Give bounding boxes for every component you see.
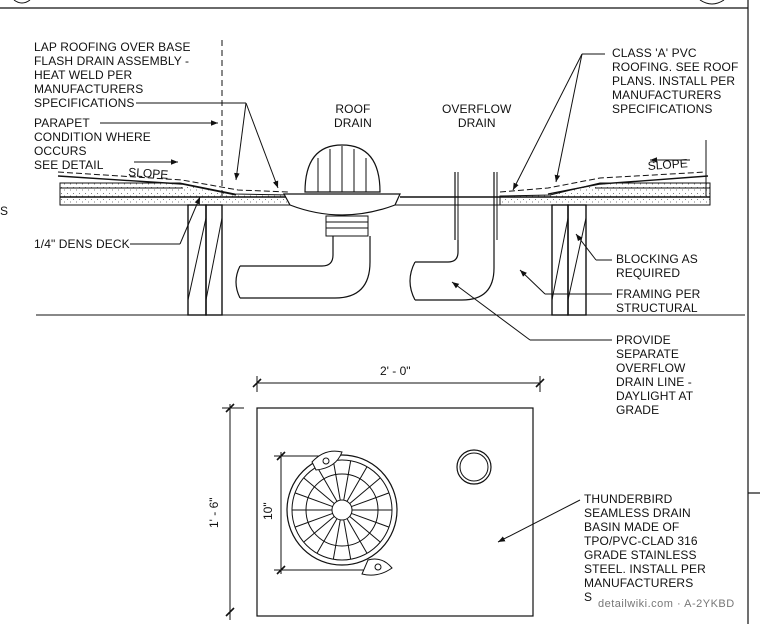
note-overflow-line: PROVIDE SEPARATE OVERFLOW DRAIN LINE - D… xyxy=(616,333,694,417)
section-view xyxy=(36,40,745,341)
grate-spoke xyxy=(351,512,390,528)
note-pvc-roofing: CLASS 'A' PVC ROOFING. SEE ROOF PLANS. I… xyxy=(612,46,739,116)
note-framing: FRAMING PER STRUCTURAL xyxy=(616,287,701,315)
label-overflow-drain: OVERFLOW DRAIN xyxy=(442,102,512,130)
membrane-right xyxy=(499,171,707,193)
drain-grate-spokes xyxy=(292,460,392,560)
watermark: detailwiki.com · A-2YKBD xyxy=(598,598,735,610)
grate-spoke xyxy=(332,460,341,501)
note-dens-deck: 1/4" DENS DECK xyxy=(34,237,130,251)
grate-spoke xyxy=(349,477,381,504)
dim-drain-label: 10" xyxy=(261,502,275,520)
label-roof-drain: ROOF DRAIN xyxy=(334,102,372,130)
grate-spoke xyxy=(316,518,338,554)
note-parapet: PARAPET CONDITION WHERE OCCURS SEE DETAI… xyxy=(34,116,151,172)
grate-spoke xyxy=(346,518,368,554)
slope-label-left: SLOPE xyxy=(128,165,169,182)
roof-insulation-right xyxy=(499,182,711,206)
roof-insulation-left xyxy=(59,182,291,206)
grate-spoke xyxy=(351,492,390,508)
plan-view xyxy=(222,376,581,620)
roof-drain-pipe xyxy=(240,236,371,299)
grate-spoke xyxy=(303,477,335,504)
note-blocking: BLOCKING AS REQUIRED xyxy=(616,252,698,280)
note-basin: THUNDERBIRD SEAMLESS DRAIN BASIN MADE OF… xyxy=(584,492,706,604)
note-lap-roofing: LAP ROOFING OVER BASE FLASH DRAIN ASSEMB… xyxy=(34,40,191,110)
grate-spoke xyxy=(346,466,368,502)
grate-spoke xyxy=(349,516,381,543)
dim-width-label: 2' - 0" xyxy=(380,364,411,378)
grate-spoke xyxy=(332,519,341,560)
overflow-drain xyxy=(409,172,498,301)
grate-spoke xyxy=(294,512,333,528)
grate-spoke xyxy=(343,460,352,501)
drain-basin-outline xyxy=(256,407,534,617)
section-labels: SLOPE SLOPE 2' - 0" 1' - 6" 10" xyxy=(128,156,688,528)
grate-spoke xyxy=(316,466,338,502)
roof-drain-dome xyxy=(282,144,401,237)
edge-fragment: S xyxy=(0,204,9,218)
slope-label-right: SLOPE xyxy=(647,156,688,173)
grate-spoke xyxy=(343,519,352,560)
grate-spoke xyxy=(303,516,335,543)
grate-spoke xyxy=(294,492,333,508)
dim-height-label: 1' - 6" xyxy=(207,497,221,528)
